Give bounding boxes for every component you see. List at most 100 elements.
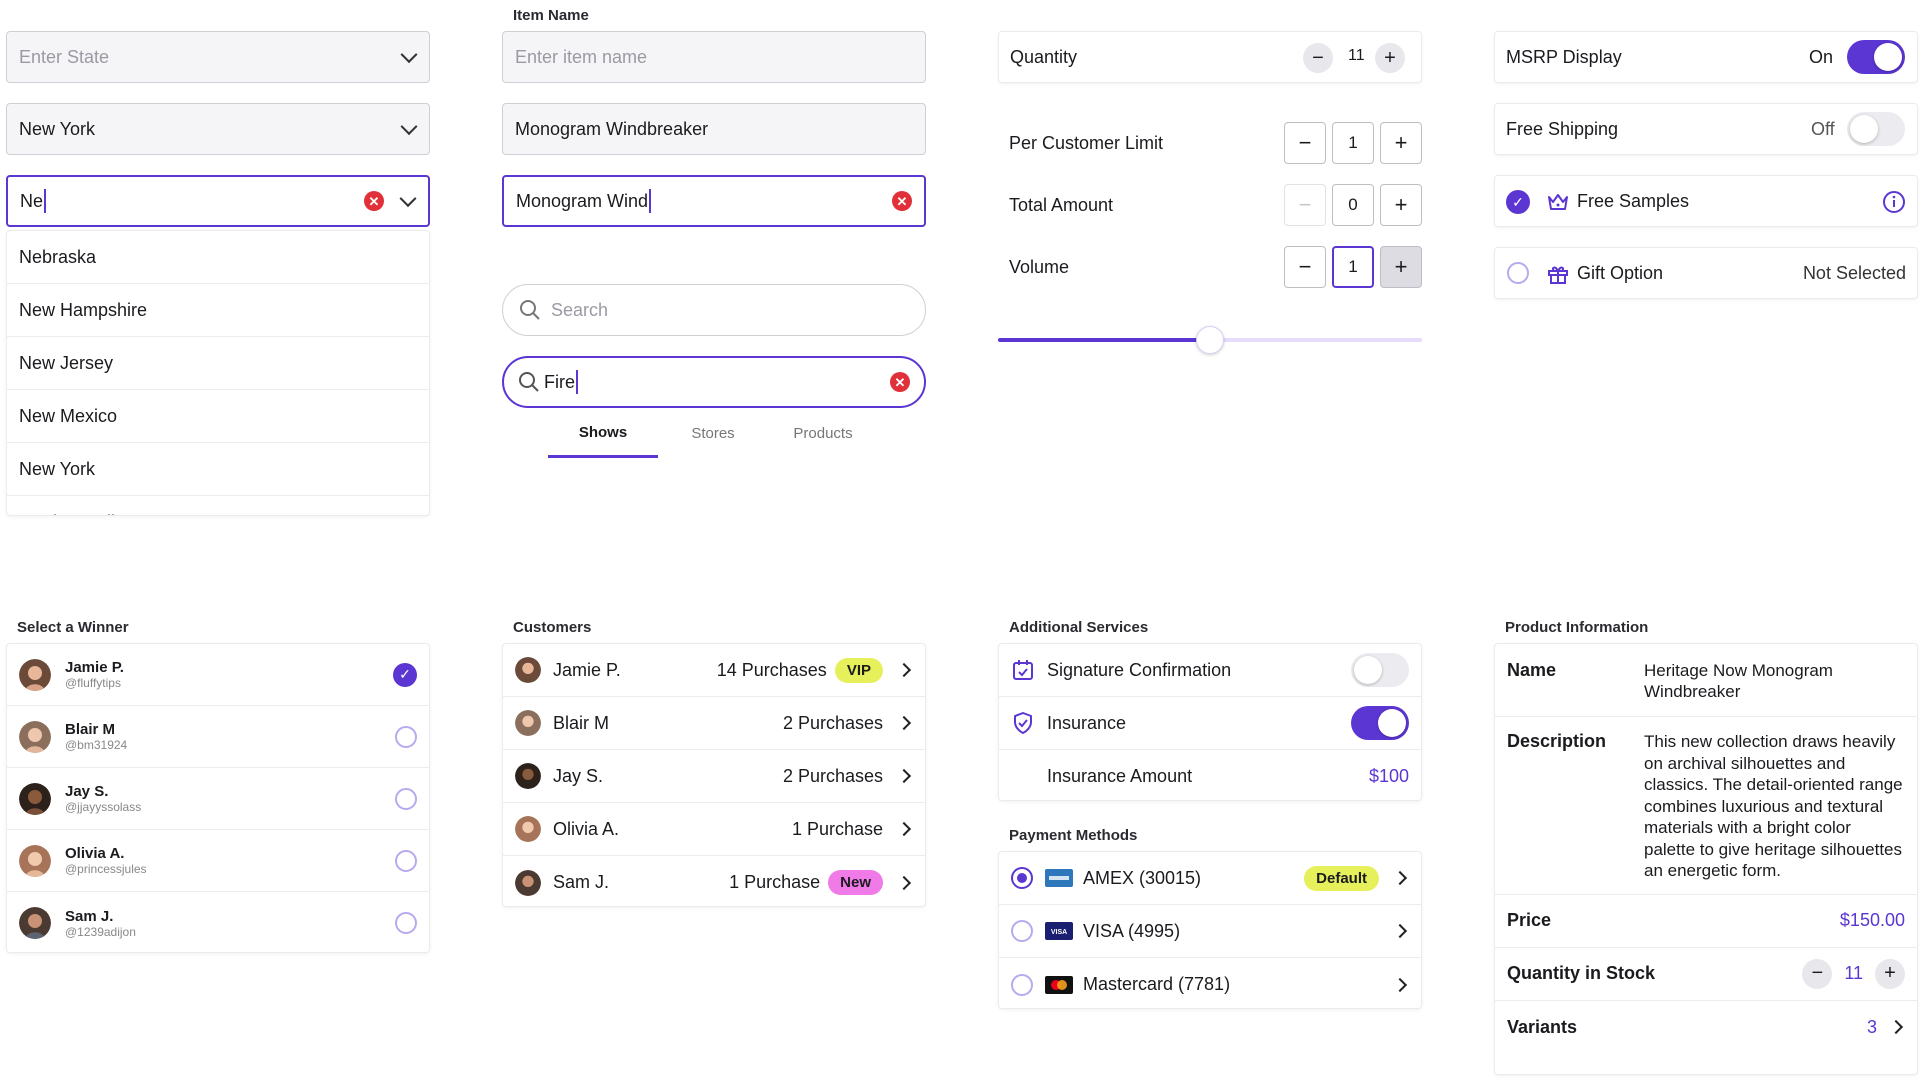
winner-row[interactable]: Blair M @bm31924 — [7, 706, 429, 768]
free-shipping-card: Free Shipping Off — [1494, 103, 1918, 155]
search-input-typing[interactable]: Fire ✕ — [502, 356, 926, 408]
state-select-filled[interactable]: New York — [6, 103, 430, 155]
customer-row[interactable]: Blair M 2 Purchases — [503, 697, 925, 750]
per-customer-limit-row: Per Customer Limit − 1 + — [1009, 122, 1422, 164]
winner-row[interactable]: Olivia A. @princessjules — [7, 830, 429, 892]
plus-button[interactable]: + — [1380, 184, 1422, 226]
chevron-right-icon[interactable] — [896, 715, 912, 731]
clear-icon[interactable]: ✕ — [364, 191, 384, 211]
signature-label: Signature Confirmation — [1047, 659, 1232, 680]
dropdown-option[interactable]: Nebraska — [7, 231, 429, 284]
clear-icon[interactable]: ✕ — [892, 191, 912, 211]
product-price-label: Price — [1507, 910, 1552, 930]
winner-row[interactable]: Sam J. @1239adijon — [7, 892, 429, 954]
item-name-label: Item Name — [513, 7, 589, 24]
default-badge: Default — [1304, 865, 1379, 891]
payment-radio[interactable] — [1011, 973, 1033, 996]
winner-radio[interactable] — [395, 787, 417, 810]
payment-radio[interactable] — [1011, 867, 1033, 889]
services-title: Additional Services — [1009, 619, 1149, 636]
slider-handle[interactable] — [1196, 326, 1224, 354]
shield-icon — [1014, 712, 1032, 734]
product-variants-value: 3 — [1866, 1016, 1877, 1037]
chevron-right-icon[interactable] — [896, 768, 912, 784]
minus-button[interactable]: − — [1303, 43, 1333, 73]
chevron-right-icon[interactable] — [1888, 1019, 1904, 1035]
search-input-empty[interactable]: Search — [502, 284, 926, 336]
chevron-down-icon[interactable] — [400, 46, 418, 64]
minus-button[interactable]: − — [1284, 122, 1326, 164]
insurance-toggle[interactable] — [1351, 706, 1409, 740]
free-shipping-toggle[interactable] — [1847, 112, 1905, 146]
winner-row[interactable]: Jay S. @jjayyssolass — [7, 768, 429, 830]
free-samples-card[interactable]: ✓ Free Samples — [1494, 175, 1918, 227]
plus-button[interactable]: + — [1380, 122, 1422, 164]
chevron-right-icon[interactable] — [1392, 870, 1408, 886]
msrp-toggle[interactable] — [1847, 40, 1905, 74]
customer-row[interactable]: Jay S. 2 Purchases — [503, 750, 925, 803]
state-select-typing[interactable]: Ne ✕ — [6, 175, 430, 227]
info-icon[interactable] — [1882, 190, 1906, 214]
search-placeholder: Search — [551, 299, 609, 320]
payment-row[interactable]: Mastercard (7781) — [999, 958, 1421, 1011]
customers-list: Jamie P. 14 Purchases VIP Blair M 2 Purc… — [502, 643, 926, 907]
signature-toggle[interactable] — [1351, 653, 1409, 687]
customer-row[interactable]: Jamie P. 14 Purchases VIP — [503, 644, 925, 697]
state-select-empty[interactable]: Enter State — [6, 31, 430, 83]
tab-stores[interactable]: Stores — [691, 425, 735, 442]
gift-radio[interactable] — [1507, 262, 1529, 284]
payments-list: AMEX (30015) Default VISA VISA (4995) Ma… — [998, 851, 1422, 1009]
volume-slider[interactable] — [998, 326, 1422, 354]
chevron-right-icon[interactable] — [896, 821, 912, 837]
gift-option-card[interactable]: Gift Option Not Selected — [1494, 247, 1918, 299]
chevron-right-icon[interactable] — [896, 662, 912, 678]
payment-label: VISA (4995) — [1083, 920, 1181, 941]
product-description-label: Description — [1507, 731, 1607, 751]
winner-radio[interactable] — [395, 849, 417, 872]
chevron-right-icon[interactable] — [1392, 923, 1408, 939]
payment-row[interactable]: VISA VISA (4995) — [999, 905, 1421, 958]
check-icon[interactable]: ✓ — [1506, 190, 1530, 214]
chevron-down-icon[interactable] — [399, 190, 417, 208]
product-name-label: Name — [1507, 660, 1557, 680]
customer-row[interactable]: Sam J. 1 Purchase New — [503, 856, 925, 909]
item-name-typing[interactable]: Monogram Wind ✕ — [502, 175, 926, 227]
winner-radio[interactable] — [395, 725, 417, 748]
item-name-empty[interactable]: Enter item name — [502, 31, 926, 83]
customer-row[interactable]: Olivia A. 1 Purchase — [503, 803, 925, 856]
plus-button[interactable]: + — [1875, 958, 1905, 989]
avatar — [19, 782, 51, 815]
payment-row[interactable]: AMEX (30015) Default — [999, 852, 1421, 905]
minus-button[interactable]: − — [1802, 958, 1833, 989]
chevron-right-icon[interactable] — [896, 875, 912, 890]
total-amount-value[interactable]: 0 — [1332, 184, 1374, 226]
payment-radio[interactable] — [1011, 920, 1033, 942]
plus-button[interactable]: + — [1380, 246, 1422, 288]
avatar — [515, 816, 541, 842]
minus-button[interactable]: − — [1284, 246, 1326, 288]
dropdown-option[interactable]: New Jersey — [7, 337, 429, 390]
dropdown-option[interactable]: North Carolina — [7, 496, 429, 516]
minus-button-disabled[interactable]: − — [1284, 184, 1326, 226]
clear-icon[interactable]: ✕ — [890, 372, 910, 392]
dropdown-option[interactable]: New Hampshire — [7, 284, 429, 337]
plus-button[interactable]: + — [1375, 43, 1405, 73]
tab-shows[interactable]: Shows — [548, 418, 658, 458]
chevron-down-icon[interactable] — [400, 118, 418, 136]
per-customer-limit-value[interactable]: 1 — [1332, 122, 1374, 164]
dropdown-option[interactable]: New York — [7, 443, 429, 496]
winner-row[interactable]: Jamie P. @fluffytips ✓ — [7, 644, 429, 706]
winner-handle: @bm31924 — [65, 738, 128, 752]
check-icon[interactable]: ✓ — [393, 662, 417, 687]
product-variants-row[interactable]: Variants 3 — [1495, 1001, 1917, 1054]
purchase-count: 1 Purchase — [729, 872, 821, 892]
winner-handle: @princessjules — [65, 862, 147, 876]
volume-value[interactable]: 1 — [1332, 246, 1374, 288]
customer-name: Jamie P. — [553, 659, 621, 680]
tab-products[interactable]: Products — [793, 425, 853, 442]
product-price-row: Price $150.00 — [1495, 895, 1917, 948]
chevron-right-icon[interactable] — [1392, 977, 1408, 992]
dropdown-option[interactable]: New Mexico — [7, 390, 429, 443]
item-name-filled[interactable]: Monogram Windbreaker — [502, 103, 926, 155]
winner-radio[interactable] — [395, 912, 417, 934]
